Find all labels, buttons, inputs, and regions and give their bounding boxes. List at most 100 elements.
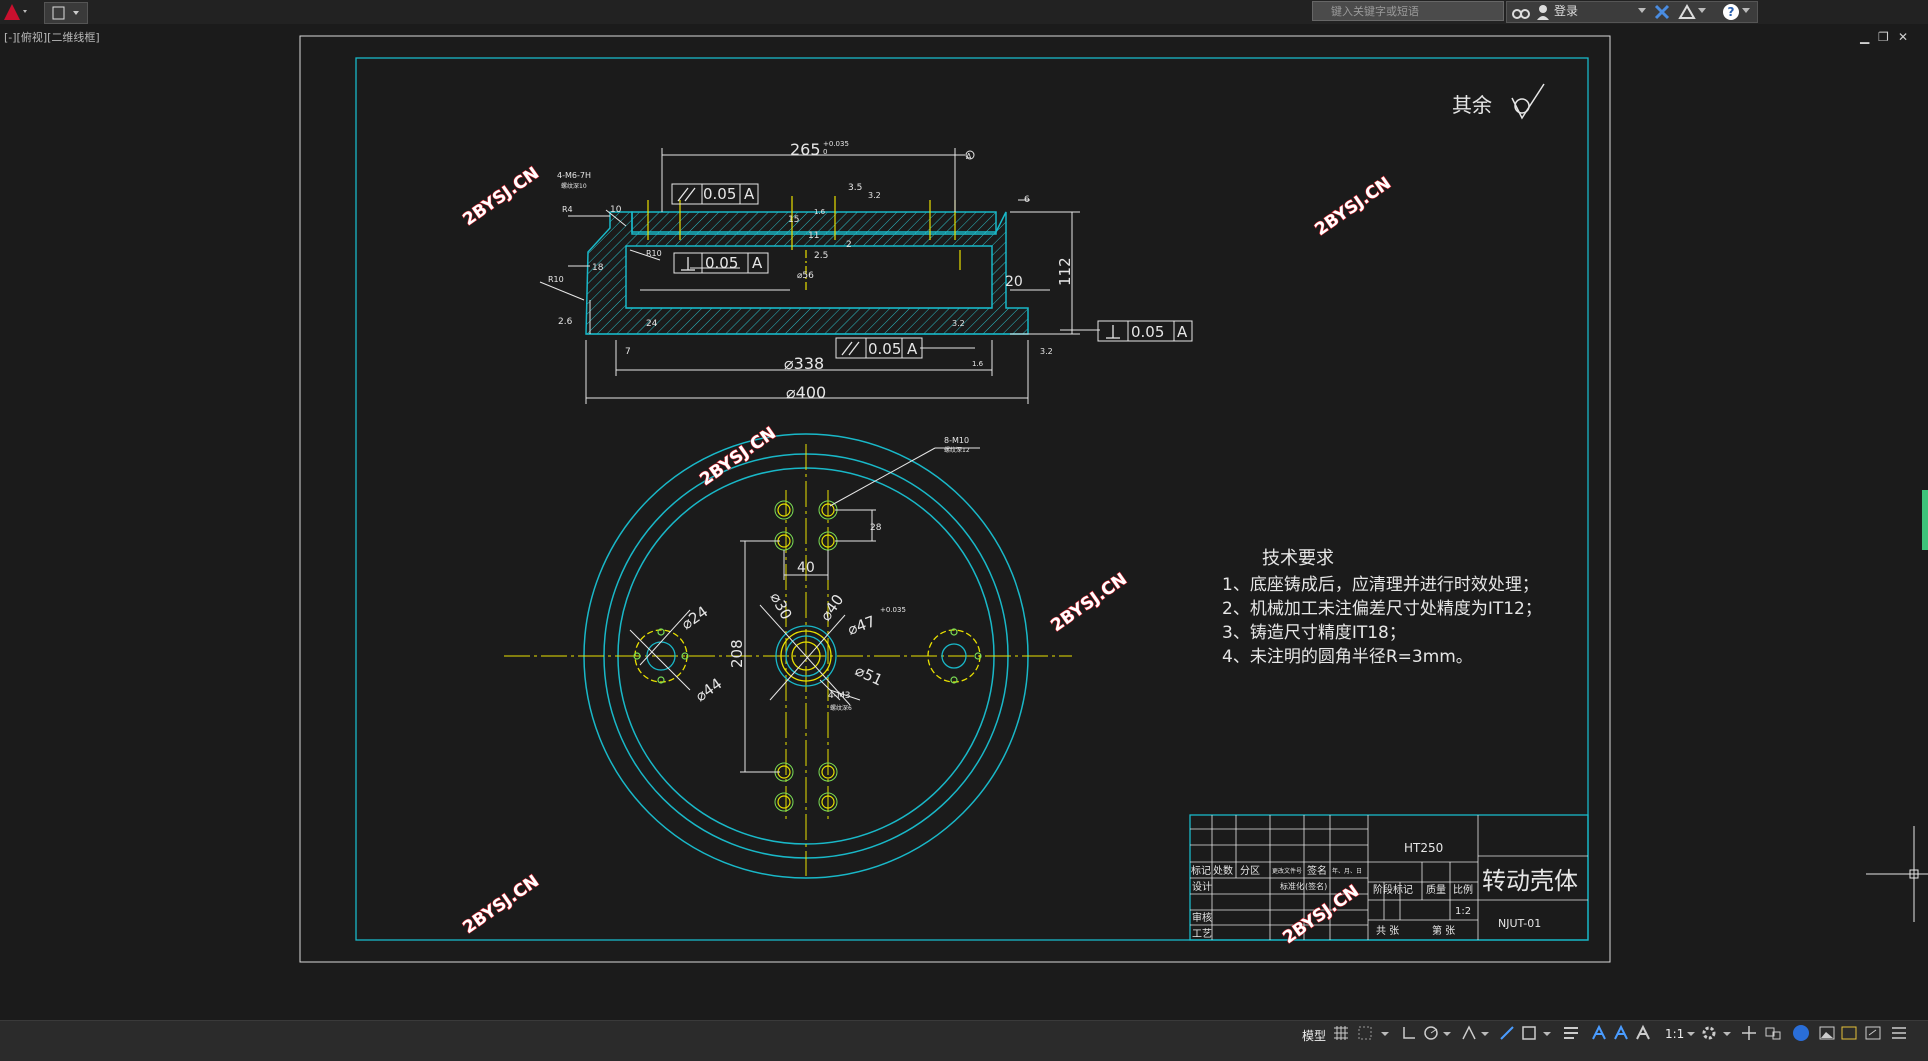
- part-top-flange: [631, 211, 997, 235]
- dim-phi338: ⌀338: [784, 354, 824, 373]
- viewport-controls[interactable]: [-][俯视][二维线框]: [4, 31, 100, 44]
- fcf-group: [671, 183, 1193, 359]
- tech-req-item: 1、底座铸成后，应清理并进行时效处理；: [1222, 575, 1539, 595]
- label-4m3: 4-M3: [828, 691, 850, 701]
- minimize-icon[interactable]: ▁: [1860, 30, 1870, 44]
- help-icon[interactable]: ?: [1722, 3, 1740, 21]
- roughness-note: 其余: [1452, 93, 1492, 117]
- ortho-icon[interactable]: [1400, 1024, 1418, 1042]
- chevron-down-icon[interactable]: [1722, 1024, 1732, 1042]
- customization-menu-icon[interactable]: [1890, 1024, 1908, 1042]
- fcf-datum: A: [1177, 323, 1188, 341]
- fullscreen-icon[interactable]: [1864, 1024, 1882, 1042]
- infocenter-toolbar: [1506, 1, 1758, 23]
- stage-label: 阶段标记: [1373, 883, 1413, 896]
- label-r4: R4: [562, 205, 573, 214]
- grid-icon[interactable]: [1332, 1024, 1350, 1042]
- label-r10: R10: [646, 249, 662, 258]
- section-view: 0.05 A 0.05 A 0.05 A 0.05 A 265 +0.035 0…: [539, 140, 1193, 404]
- sheet-number: 第 张: [1432, 924, 1455, 937]
- snap-icon[interactable]: [1356, 1024, 1374, 1042]
- watermark: 2BYSJ.CN: [1279, 881, 1362, 948]
- object-snap-tracking-icon[interactable]: [1498, 1024, 1516, 1042]
- model-space-button[interactable]: 模型: [1302, 1029, 1327, 1043]
- chevron-down-icon[interactable]: [1742, 8, 1750, 14]
- lineweight-icon[interactable]: [1562, 1024, 1580, 1042]
- object-snap-icon[interactable]: [1520, 1024, 1538, 1042]
- ucs-icon[interactable]: [1840, 1024, 1858, 1042]
- hardware-acceleration-icon[interactable]: [1792, 1024, 1810, 1042]
- login-button[interactable]: 登录: [1554, 4, 1579, 18]
- chevron-down-icon[interactable]: [1442, 1024, 1452, 1042]
- annotation-scale-dropdown[interactable]: 1:1: [1665, 1027, 1685, 1041]
- row-label: 年、月、日: [1332, 867, 1362, 875]
- search-input[interactable]: 键入关键字或短语: [1312, 1, 1504, 21]
- row-label: 更改文件号: [1272, 867, 1302, 875]
- svg-text:?: ?: [1728, 5, 1735, 19]
- close-icon[interactable]: ✕: [1898, 30, 1909, 44]
- isolate-objects-icon[interactable]: [1764, 1024, 1782, 1042]
- material: HT250: [1404, 841, 1443, 855]
- dim-40: 40: [797, 560, 815, 576]
- autodesk-a360-icon[interactable]: [1678, 4, 1696, 20]
- dim-24: 24: [646, 319, 658, 329]
- dim-phi400: ⌀400: [786, 383, 826, 402]
- plus-icon[interactable]: [1740, 1024, 1758, 1042]
- scale-value: 1:2: [1455, 906, 1471, 917]
- label-8m10-sub: 螺纹深12: [944, 446, 970, 454]
- tech-req-item: 3、铸造尺寸精度IT18；: [1222, 623, 1406, 643]
- chevron-down-icon[interactable]: [1638, 8, 1646, 14]
- centerlines: [504, 444, 1072, 876]
- row-label: 分区: [1240, 865, 1260, 877]
- restore-icon[interactable]: ❐: [1878, 30, 1889, 44]
- dim-phi51: ⌀51: [852, 661, 885, 689]
- chevron-down-icon[interactable]: [1480, 1024, 1490, 1042]
- row-label: 处数: [1213, 864, 1233, 877]
- plan-view: 8-M10 螺纹深12 28 40 208 ⌀24 ⌀44 ⌀30 ⌀40 ⌀4…: [504, 433, 1072, 879]
- status-bar: [0, 1020, 1928, 1061]
- drawing-canvas[interactable]: 其余: [0, 0, 1928, 1020]
- part-name: 转动壳体: [1482, 867, 1578, 895]
- dim-32: 3.2: [868, 191, 881, 200]
- clean-screen-image-icon[interactable]: [1818, 1024, 1836, 1042]
- dim-phi56: ⌀56: [797, 271, 814, 281]
- chevron-down-icon[interactable]: [1542, 1024, 1552, 1042]
- sign-label: (签名): [1305, 881, 1327, 891]
- tech-req-item: 4、未注明的圆角半径R=3mm。: [1222, 647, 1473, 667]
- annotation-visibility-icon[interactable]: [1590, 1024, 1608, 1042]
- boss-small-holes: [633, 628, 982, 684]
- polar-tracking-icon[interactable]: [1422, 1024, 1440, 1042]
- app-logo-icon[interactable]: [2, 2, 30, 22]
- dim-18: 18: [592, 263, 604, 273]
- isodraft-icon[interactable]: [1460, 1024, 1478, 1042]
- dim-15: 15: [788, 215, 799, 225]
- dim-16: 1.6: [972, 360, 984, 368]
- chevron-down-icon[interactable]: [1380, 1024, 1390, 1042]
- annotation-scale-icon[interactable]: [1634, 1024, 1652, 1042]
- bolt-holes: [777, 503, 835, 809]
- tech-req-title: 技术要求: [1262, 548, 1334, 569]
- chevron-down-icon[interactable]: [1686, 1024, 1696, 1042]
- scale-label: 比例: [1453, 883, 1473, 896]
- label-4m6-sub: 螺纹深10: [561, 182, 587, 190]
- dim-phi24: ⌀24: [678, 602, 711, 633]
- binoculars-icon[interactable]: [1512, 4, 1530, 20]
- exchange-icon[interactable]: [1654, 4, 1670, 20]
- dim-265-tol-low: 0: [823, 148, 827, 156]
- fcf-value: 0.05: [705, 254, 738, 272]
- quick-access-button[interactable]: [44, 2, 88, 24]
- auto-scale-icon[interactable]: [1612, 1024, 1630, 1042]
- watermark: 2BYSJ.CN: [1311, 173, 1394, 240]
- side-scroll-indicator[interactable]: [1922, 490, 1928, 550]
- fcf-value: 0.05: [1131, 323, 1164, 341]
- paper-border: [299, 35, 1611, 963]
- dim-phi44: ⌀44: [692, 674, 725, 705]
- datum-a-marker: A: [966, 152, 972, 161]
- workspace-gear-icon[interactable]: [1700, 1024, 1718, 1042]
- fcf-value: 0.05: [868, 340, 901, 358]
- chevron-down-icon[interactable]: [1698, 8, 1706, 14]
- title-bar: 键入关键字或短语 登录 ?: [0, 0, 1928, 24]
- review-label: 审核: [1192, 911, 1212, 924]
- central-hub: [775, 625, 837, 687]
- dim-112: 112: [1056, 257, 1074, 286]
